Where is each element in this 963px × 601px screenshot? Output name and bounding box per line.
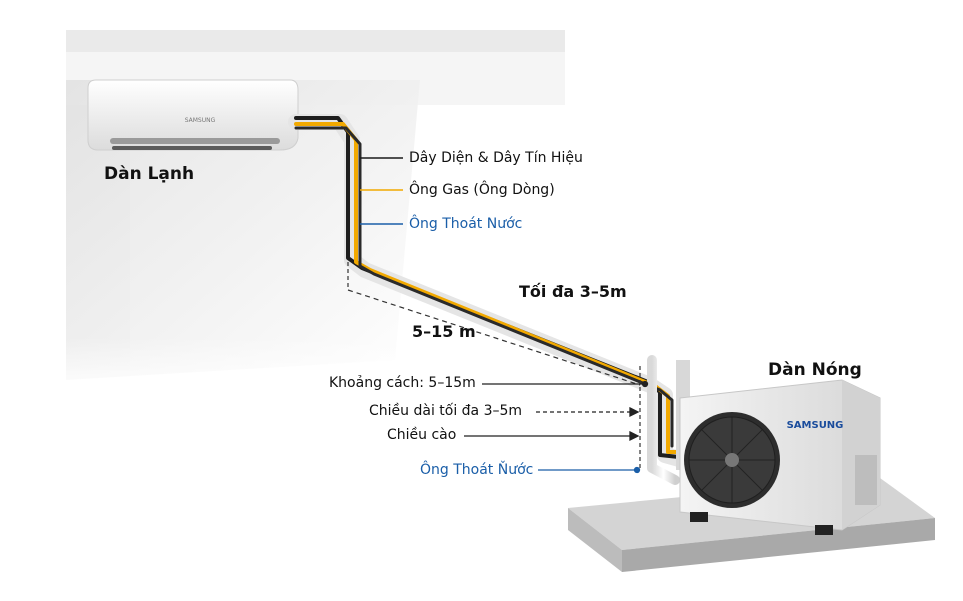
outdoor-unit-brand: SAMSUNG [787, 420, 844, 431]
indoor-unit: SAMSUNG [87, 79, 299, 151]
distance-guide [347, 262, 641, 470]
legend-gas-pipe: Ông Gas (Ông Dòng) [409, 182, 555, 198]
note-height: Chiều cào [387, 427, 457, 443]
legend-drain-pipe: Ông Thoát Nước [409, 216, 523, 232]
legend-power-signal: Dây Diện & Dây Tín Hiệu [409, 150, 583, 166]
note-drain: Ông Thoát Ňước [420, 462, 534, 478]
note-connectors [464, 380, 649, 474]
pipe-bundle [288, 114, 698, 485]
note-max-length: Chiều dài tối đa 3–5m [369, 403, 523, 419]
note-distance: Khoảng cách: 5–15m [329, 375, 476, 391]
distance-label: 5–15 m [412, 322, 476, 341]
outdoor-unit-label: Dàn Nóng [768, 360, 862, 380]
outdoor-unit: SAMSUNG [679, 379, 881, 535]
legend-connectors [360, 157, 403, 225]
indoor-unit-brand: SAMSUNG [185, 117, 216, 124]
pipe-max-length-label: Tối đa 3–5m [519, 282, 627, 301]
indoor-unit-label: Dàn Lạnh [104, 164, 195, 184]
